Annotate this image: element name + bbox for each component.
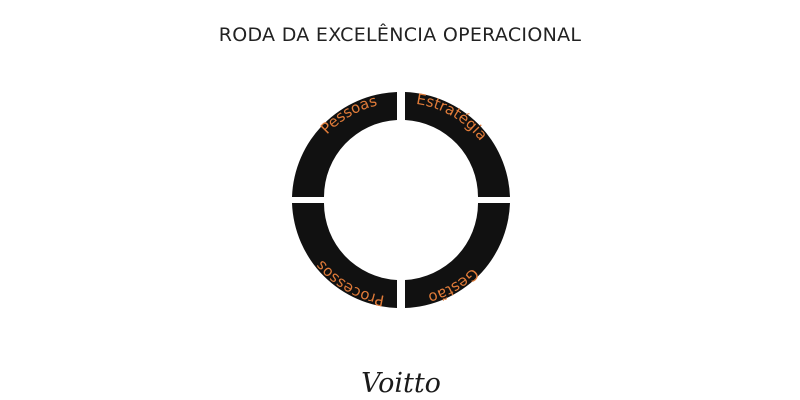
wheel-segment-gestao	[405, 203, 510, 308]
wheel-segment-processos	[292, 203, 397, 308]
logo-text: Voitto	[361, 368, 441, 399]
page-title: RODA DA EXCELÊNCIA OPERACIONAL	[218, 24, 582, 46]
wheel-segment-estrategia	[405, 92, 510, 197]
wheel-segment-pessoas	[292, 92, 397, 197]
